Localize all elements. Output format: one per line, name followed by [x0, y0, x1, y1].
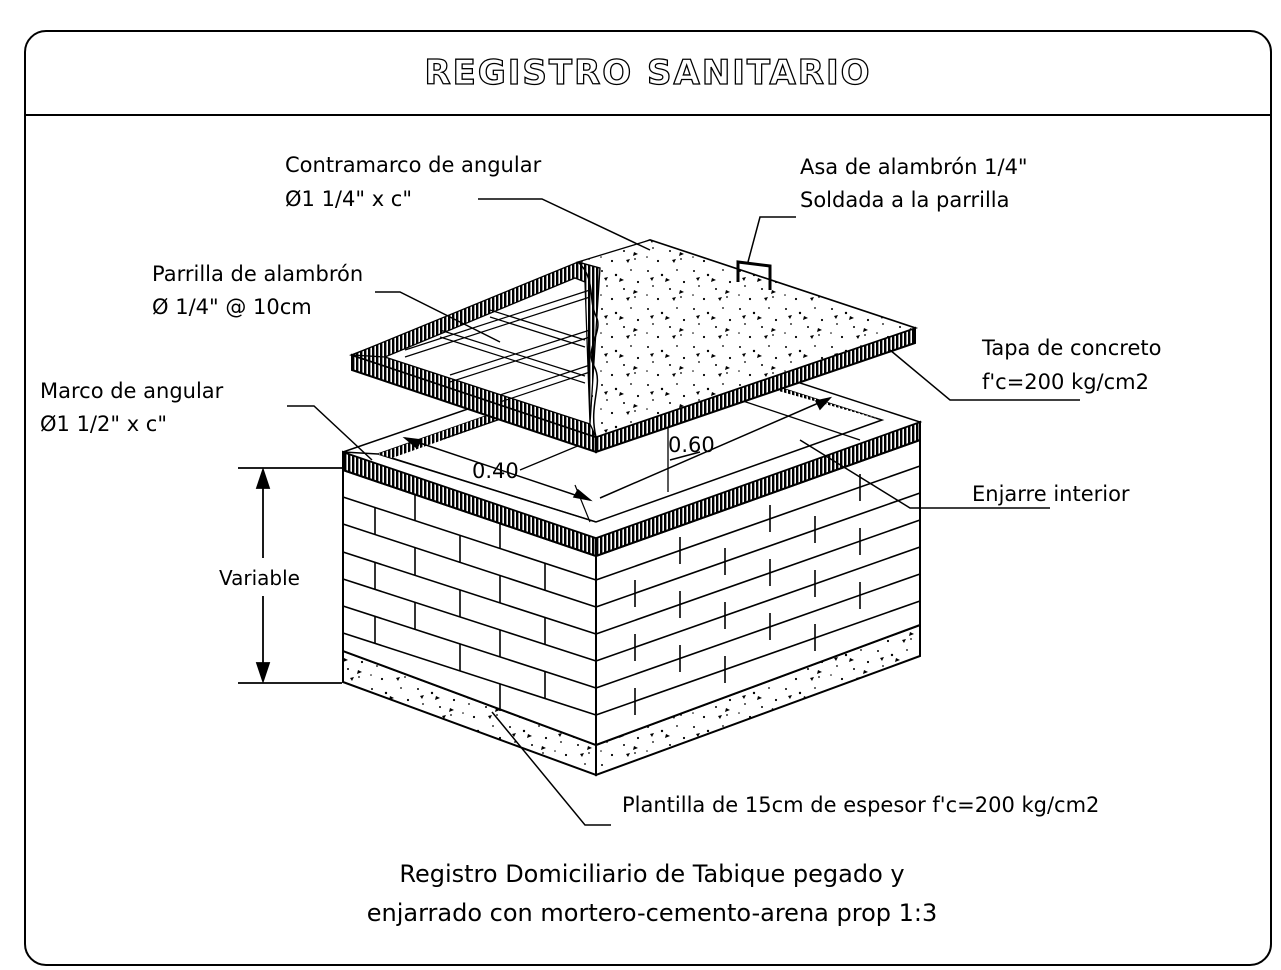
- lid-handle: [736, 260, 772, 290]
- label-asa-spec: Soldada a la parrilla: [800, 188, 1009, 212]
- title-bar: REGISTRO SANITARIO: [26, 32, 1270, 116]
- label-contramarco: Contramarco de angular: [285, 153, 542, 177]
- label-contramarco-spec: Ø1 1/4" x c": [285, 187, 412, 211]
- caption-line-1: Registro Domiciliario de Tabique pegado …: [399, 860, 904, 888]
- label-variable: Variable: [219, 566, 300, 590]
- parrilla-bars: [404, 289, 591, 403]
- label-parrilla: Parrilla de alambrón: [152, 262, 363, 286]
- label-enjarre: Enjarre interior: [972, 482, 1130, 506]
- label-tapa: Tapa de concreto: [981, 336, 1161, 360]
- label-asa: Asa de alambrón 1/4": [800, 155, 1028, 179]
- variable-dimension: [238, 467, 342, 684]
- label-marco: Marco de angular: [40, 379, 224, 403]
- caption-line-2: enjarrado con mortero-cemento-arena prop…: [367, 899, 938, 927]
- leader-lines: [287, 198, 1080, 826]
- dimension-length: [574, 396, 833, 523]
- label-plantilla: Plantilla de 15cm de espesor f'c=200 kg/…: [622, 793, 1099, 817]
- drawing-frame: REGISTRO SANITARIO: [24, 30, 1272, 966]
- page-title: REGISTRO SANITARIO: [424, 52, 872, 93]
- brick-courses: [342, 465, 921, 716]
- label-marco-spec: Ø1 1/2" x c": [40, 412, 167, 436]
- label-tapa-spec: f'c=200 kg/cm2: [982, 370, 1149, 394]
- lid-break-line: [577, 261, 599, 438]
- dimension-width-value: 0.40: [472, 459, 519, 483]
- label-parrilla-spec: Ø 1/4" @ 10cm: [152, 295, 312, 319]
- dimension-length-value: 0.60: [668, 433, 715, 457]
